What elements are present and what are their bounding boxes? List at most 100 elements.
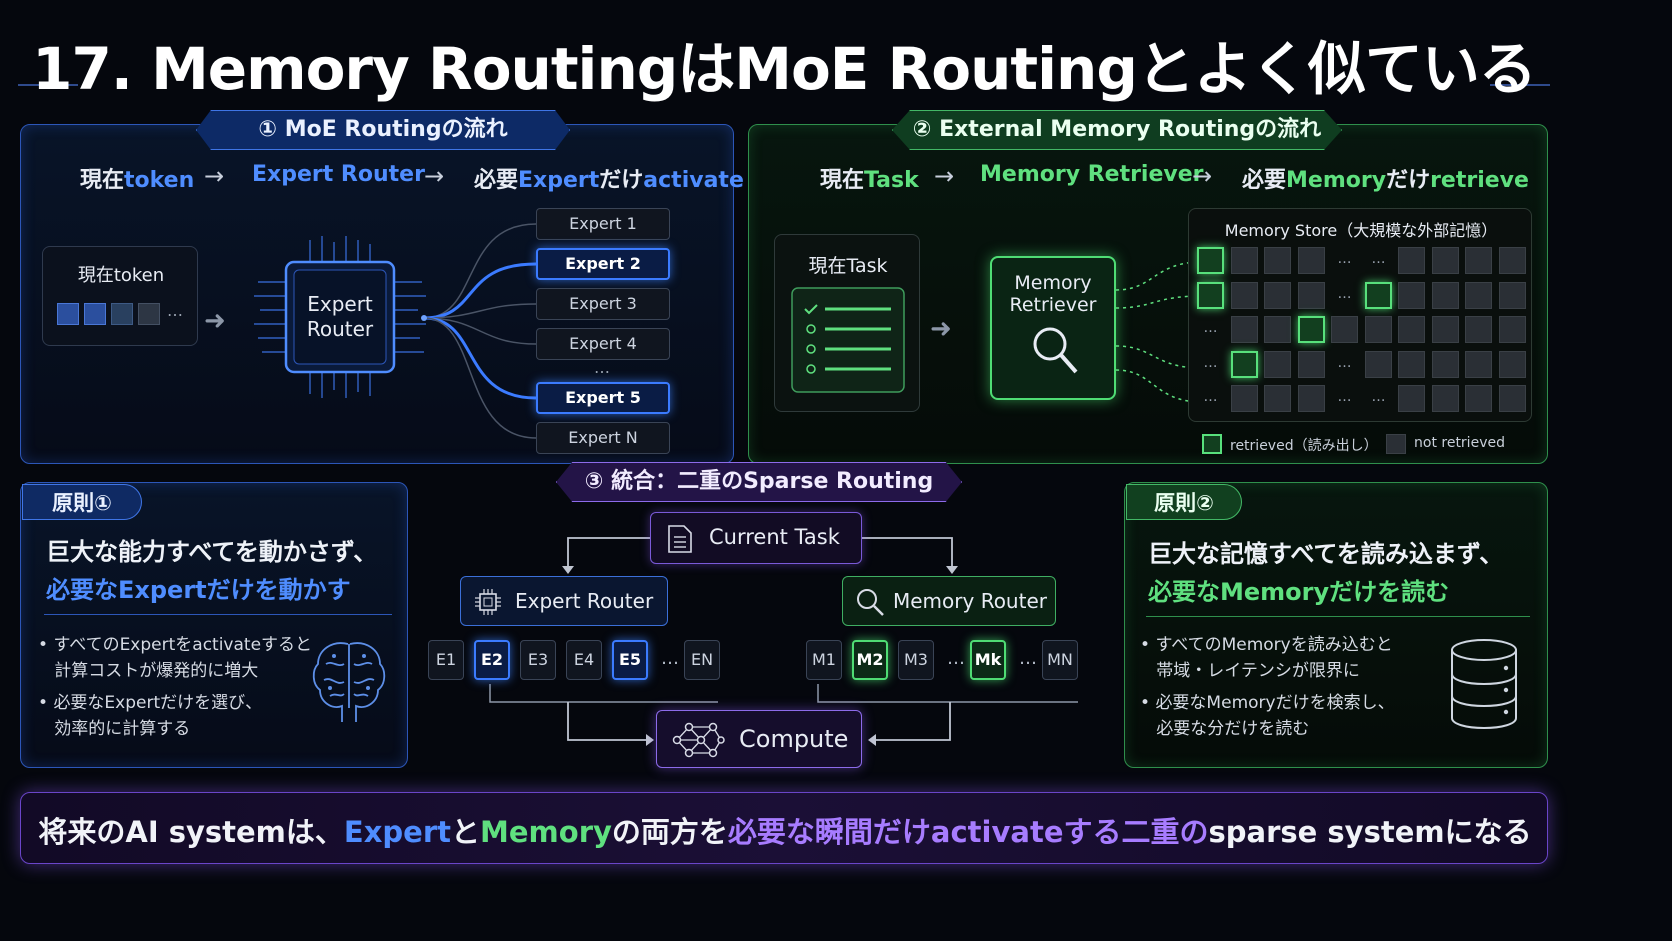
title-decoration-right (1490, 84, 1550, 86)
memory-cell (1465, 351, 1492, 378)
database-icon (1451, 639, 1517, 730)
memory-flow-arrow-1: → (934, 162, 955, 190)
moe-flow-step-current-token: 現在token (80, 168, 195, 193)
memory-cell (1231, 247, 1258, 274)
memory-cell-retrieved (1231, 351, 1258, 378)
principle-2-tab: 原則② (1126, 484, 1242, 520)
memory-cell (1398, 247, 1425, 274)
memory-cell (1432, 247, 1459, 274)
chip-icon (254, 236, 426, 398)
memory-ellipsis: … (947, 648, 965, 669)
memory-cell (1398, 351, 1425, 378)
memory-cell-retrieved (1298, 316, 1325, 343)
moe-flow-arrow-2: → (424, 162, 445, 190)
memory-cell-retrieved (1197, 282, 1224, 309)
chip-icon (475, 589, 501, 615)
moe-flow-arrow-1: → (204, 162, 225, 190)
legend-not-retrieved-swatch (1386, 434, 1406, 454)
memory-cell (1465, 385, 1492, 412)
memory-routing-tab: ② External Memory Routingの流れ (892, 110, 1342, 150)
memory-cell (1264, 385, 1291, 412)
memory-cell (1465, 247, 1492, 274)
legend-not-retrieved-label: not retrieved (1414, 435, 1505, 451)
memory-chip-m2: M2 (852, 640, 888, 680)
principle-2-bullet-1: • すべてのMemoryを読み込むと 帯域・レイテンシが限界に (1140, 635, 1393, 681)
memory-store-title: Memory Store（大規模な外部記憶） (1224, 221, 1498, 240)
memory-router-node-label: Memory Router (893, 589, 1047, 613)
memory-cell (1499, 385, 1526, 412)
expert-ellipsis: … (661, 648, 679, 669)
search-icon (1033, 327, 1078, 374)
memory-store-box: Memory Store（大規模な外部記憶） ……………………… (1188, 208, 1532, 422)
page-title: 17. Memory RoutingはMoE Routingとよく似ている (32, 35, 1537, 103)
expert-1-box: Expert 1 (536, 208, 670, 240)
memory-cell (1231, 316, 1258, 343)
conclusion-text: 将来のAI systemは、ExpertとMemoryの両方を必要な瞬間だけac… (38, 815, 1532, 849)
principle-1-divider (44, 614, 392, 615)
moe-flow-step-router: Expert Router (252, 162, 425, 187)
legend-retrieved-label: retrieved（読み出し） (1230, 438, 1378, 454)
token-block (84, 303, 106, 325)
principle-1-line-2: 必要なExpertだけを動かす (46, 576, 351, 604)
moe-flow-step-activate: 必要Expertだけactivate (474, 168, 744, 193)
memory-cell-ellipsis: … (1337, 389, 1352, 405)
memory-cell-retrieved (1365, 282, 1392, 309)
memory-cell (1231, 282, 1258, 309)
memory-cell (1365, 351, 1392, 378)
principle-2-bullet-2: • 必要なMemoryだけを検索し、 必要な分だけを読む (1140, 693, 1395, 739)
principle-2-divider (1146, 616, 1530, 617)
memory-cell (1398, 282, 1425, 309)
expert-chip-en: EN (684, 640, 720, 680)
memory-chip-m3: M3 (898, 640, 934, 680)
memory-store-grid: ……………………… (1197, 247, 1527, 419)
memory-cell (1264, 247, 1291, 274)
integration-tab: ③ 統合：二重のSparse Routing (556, 462, 962, 502)
token-block (57, 303, 79, 325)
network-icon (672, 722, 725, 758)
memory-cell-ellipsis: … (1337, 251, 1352, 267)
checklist-icon (791, 287, 905, 393)
memory-flow-step-retrieve: 必要Memoryだけretrieve (1242, 168, 1529, 193)
memory-flow-step-retriever: Memory Retriever (980, 162, 1204, 187)
conclusion-banner: 将来のAI systemは、ExpertとMemoryの両方を必要な瞬間だけac… (20, 792, 1548, 864)
principle-2-panel (1124, 482, 1548, 768)
memory-cell-ellipsis: … (1337, 286, 1352, 302)
experts-ellipsis: … (594, 358, 610, 377)
principle-1-panel (20, 482, 408, 768)
memory-cell (1365, 316, 1392, 343)
memory-cell-ellipsis: … (1337, 355, 1352, 371)
compute-node: Compute (656, 710, 862, 768)
memory-cell (1231, 385, 1258, 412)
memory-chip-mk: Mk (970, 640, 1006, 680)
memory-cell-ellipsis: … (1203, 355, 1218, 371)
memory-chip-m1: M1 (806, 640, 842, 680)
moe-routing-tab: ① MoE Routingの流れ (196, 110, 570, 150)
token-block (138, 303, 160, 325)
search-icon (857, 589, 884, 616)
legend-retrieved-swatch (1202, 434, 1222, 454)
memory-cell (1264, 282, 1291, 309)
memory-cell (1398, 385, 1425, 412)
current-task-label: 現在Task (808, 255, 888, 277)
principle-1-tab: 原則① (22, 484, 142, 520)
memory-cell (1465, 316, 1492, 343)
expert-chip-e1: E1 (428, 640, 464, 680)
memory-cell (1432, 385, 1459, 412)
current-task-node: Current Task (650, 512, 862, 564)
memory-cell (1499, 282, 1526, 309)
memory-cell (1298, 351, 1325, 378)
expert-4-box: Expert 4 (536, 328, 670, 360)
memory-cell-ellipsis: … (1371, 389, 1386, 405)
memory-cell (1298, 282, 1325, 309)
integration-connectors (489, 537, 1078, 746)
memory-cell (1298, 247, 1325, 274)
memory-chip-mn: MN (1042, 640, 1078, 680)
expert-chip-e4: E4 (566, 640, 602, 680)
current-task-node-label: Current Task (709, 525, 840, 549)
memory-cell (1499, 316, 1526, 343)
